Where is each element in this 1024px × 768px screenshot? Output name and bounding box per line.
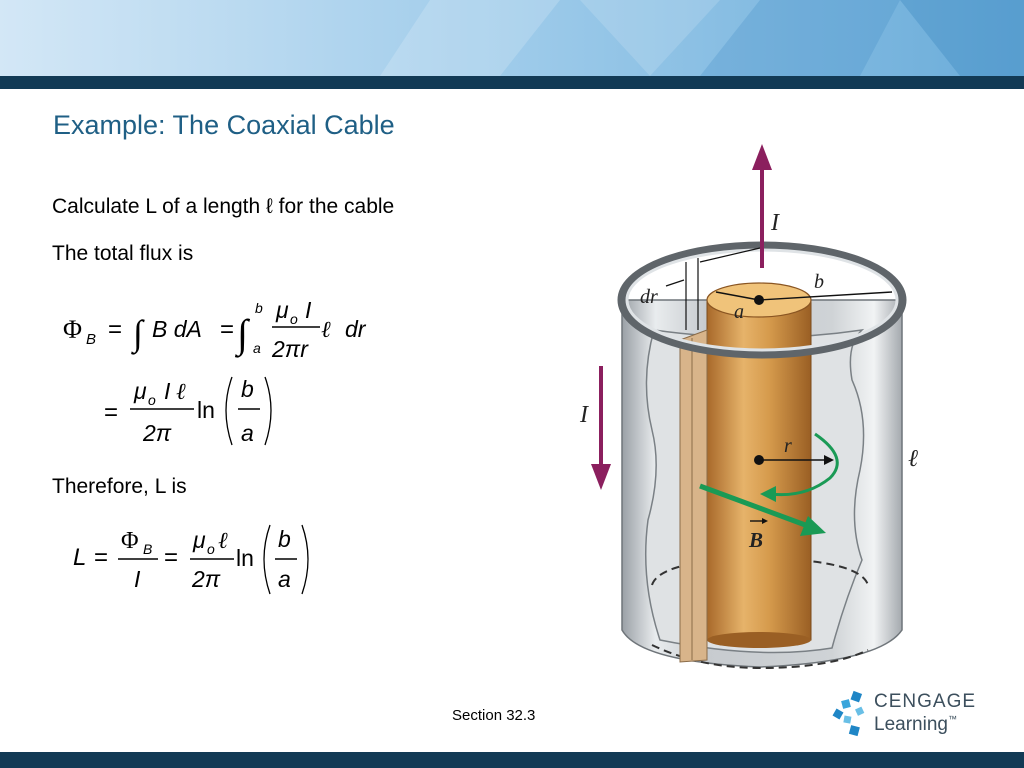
inductance-equation: L = Φ B I = μ o ℓ 2π ln b a — [73, 524, 309, 595]
ind-phi: Φ — [121, 528, 139, 554]
result-right-paren — [264, 376, 272, 446]
logo-trademark: ™ — [947, 714, 957, 724]
logo-brand-line1: CENGAGE — [874, 691, 977, 712]
radius-a-line — [715, 291, 760, 301]
ind-current: I — [134, 566, 141, 592]
result-b: b — [241, 376, 254, 402]
ind-equals-2: = — [164, 544, 178, 571]
header-rule — [0, 76, 1024, 89]
radius-b-line — [758, 291, 893, 301]
field-vector-head — [800, 516, 826, 536]
shell-slab — [679, 329, 708, 663]
cengage-logo-mark-icon — [832, 690, 865, 737]
current-arrow-up-head — [752, 144, 772, 170]
radius-r-arrowhead — [824, 455, 834, 465]
ind-L: L — [73, 544, 86, 571]
flux-sub-o: o — [290, 311, 298, 327]
bottom-ellipse-back — [651, 556, 869, 586]
result-sub-o: o — [148, 392, 156, 408]
flux-equals-2: = — [220, 316, 234, 343]
flux-mu: μ — [275, 297, 289, 323]
current-arrow-down-head — [591, 464, 611, 490]
field-loop — [769, 432, 839, 497]
header-banner-graphic — [0, 0, 1024, 76]
flux-ell: ℓ — [321, 317, 331, 342]
label-field-vector: B — [748, 528, 763, 552]
ind-2pi: 2π — [191, 566, 221, 592]
result-equals: = — [104, 399, 118, 426]
flux-lower-limit: a — [253, 340, 261, 356]
flux-equals-1: = — [108, 316, 122, 343]
footer-rule — [0, 752, 1024, 768]
cengage-logo: CENGAGE Learning™ — [832, 688, 992, 740]
logo-brand-line2: Learning™ — [874, 714, 957, 736]
ind-b: b — [278, 526, 291, 552]
bullet-total-flux: The total flux is — [52, 242, 194, 265]
bullet-therefore: Therefore, L is — [52, 475, 187, 498]
inner-conductor-base — [707, 632, 811, 648]
label-current-up: I — [770, 210, 780, 236]
flux-2pir: 2πr — [271, 336, 309, 362]
label-current-down: I — [579, 402, 589, 428]
label-dr: dr — [640, 286, 658, 308]
section-footer: Section 32.3 — [452, 707, 536, 724]
dr-pointer-right — [699, 247, 761, 263]
result-ln: ln — [197, 397, 215, 423]
result-left-paren — [225, 376, 233, 446]
result-2pi: 2π — [142, 420, 172, 446]
ind-left-paren — [263, 524, 271, 595]
flux-sub-b: B — [86, 331, 96, 348]
flux-b-da: B dA — [152, 316, 202, 342]
label-b: b — [814, 271, 824, 293]
ind-equals-1: = — [94, 544, 108, 571]
label-r: r — [784, 435, 792, 457]
result-a: a — [241, 420, 254, 446]
flux-integral-2: ∫ — [234, 311, 251, 358]
flux-equation: Φ B = ∫ B dA = ∫ b a μ o I 2πr ℓ dr — [63, 297, 367, 362]
ind-right-paren — [301, 524, 309, 595]
result-ell: ℓ — [176, 379, 186, 404]
logo-brand-line2-text: Learning — [874, 714, 948, 735]
slide-title: Example: The Coaxial Cable — [53, 110, 395, 140]
dr-pointer-left — [665, 279, 685, 287]
coaxial-cable-figure: a b dr I I r B ℓ — [579, 144, 918, 670]
flux-dr: dr — [345, 316, 367, 342]
label-a: a — [734, 301, 744, 323]
field-loop-head — [760, 486, 776, 502]
flux-result-equation: = μ o I ℓ 2π ln b a — [104, 376, 272, 446]
bullet-calculate: Calculate L of a length ℓ for the cable — [52, 195, 395, 218]
ind-a: a — [278, 566, 291, 592]
ind-ln: ln — [236, 545, 254, 571]
flux-phi: Φ — [63, 315, 82, 344]
ind-ell: ℓ — [218, 528, 228, 553]
flux-upper-limit: b — [255, 300, 263, 316]
header-banner — [0, 0, 1024, 76]
ind-sub-o: o — [207, 541, 215, 557]
label-ell: ℓ — [908, 446, 918, 472]
field-vector-overarrow-head — [762, 518, 768, 524]
flux-current: I — [305, 297, 312, 323]
ind-sub-b: B — [143, 541, 152, 557]
equations-area: Φ B = ∫ B dA = ∫ b a μ o I 2πr ℓ dr = μ … — [63, 297, 367, 595]
field-vector — [699, 483, 809, 529]
result-current: I — [164, 378, 171, 404]
ind-mu: μ — [192, 527, 206, 553]
flux-integral-1: ∫ — [131, 313, 145, 355]
result-mu: μ — [133, 378, 147, 404]
